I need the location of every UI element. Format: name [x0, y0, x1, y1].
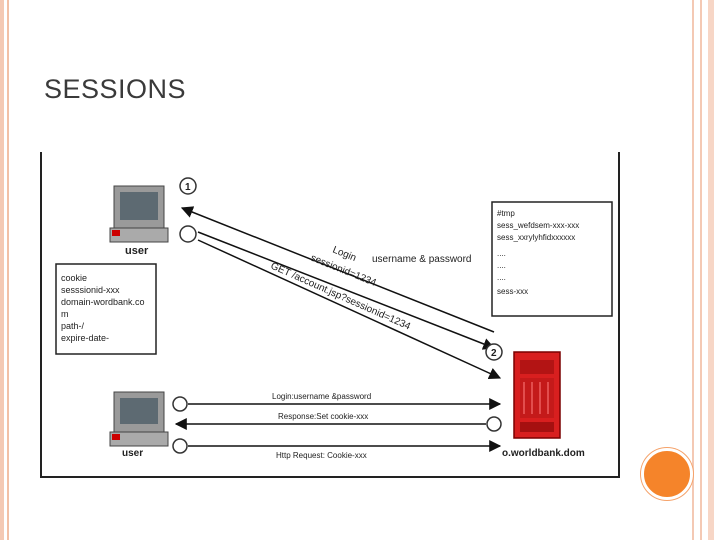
right-border-rail [692, 0, 694, 540]
decorative-circle [641, 448, 693, 500]
step-marker [485, 343, 503, 361]
user-label: user [125, 245, 149, 257]
cookie-line: expire-date- [61, 333, 109, 343]
server-sessions-box: #tmp sess_wefdsem-xxx-xxx sess_xxrylyhfi… [491, 201, 613, 317]
cookie-box: cookie sesssionid-xxx domain-wordbank.co… [55, 263, 157, 355]
step-number: 2 [491, 348, 497, 359]
step-number: 1 [185, 182, 191, 193]
arrow-label-bottom-login: Login:username &password [272, 392, 371, 401]
session-line: .... [497, 249, 506, 258]
arrow-label-bottom-response: Response:Set cookie-xxx [278, 412, 368, 421]
session-line: #tmp [497, 209, 515, 218]
cookie-line: sesssionid-xxx [61, 285, 120, 295]
user-label: user [122, 448, 143, 459]
right-border-rail [700, 0, 702, 540]
arrow-label-credentials: username & password [372, 254, 472, 265]
endpoint-marker [172, 396, 188, 412]
right-border-rail [708, 0, 714, 540]
step-marker [179, 177, 197, 195]
session-line: sess_wefdsem-xxx-xxx [497, 221, 579, 230]
arrow-login-response [180, 206, 495, 333]
left-border-rail-inner [7, 0, 9, 540]
slide-title: SESSIONS [44, 74, 187, 104]
diagram-canvas: user cookie sesssionid-xxx domain-wordba… [55, 177, 613, 460]
cookie-line: path-/ [61, 321, 85, 331]
server-label: o.worldbank.dom [502, 448, 585, 459]
left-border-rail [0, 0, 4, 540]
cookie-line: domain-wordbank.co [61, 297, 145, 307]
cookie-line: m [61, 309, 69, 319]
session-line: .... [497, 261, 506, 270]
session-line: sess_xxrylyhfidxxxxxx [497, 233, 575, 242]
sessions-diagram: user cookie sesssionid-xxx domain-wordba… [40, 152, 620, 478]
arrow-label-bottom-request: Http Request: Cookie-xxx [276, 451, 367, 460]
arrow-login-request [197, 231, 496, 350]
computer-icon [109, 185, 169, 243]
computer-icon [109, 391, 169, 447]
session-line: .... [497, 273, 506, 282]
cookie-line: cookie [61, 273, 87, 283]
endpoint-marker [486, 416, 502, 432]
server-icon [513, 351, 561, 439]
arrow-get-request [197, 239, 502, 379]
session-line: sess-xxx [497, 287, 528, 296]
endpoint-marker [172, 438, 188, 454]
step-marker [179, 225, 197, 243]
